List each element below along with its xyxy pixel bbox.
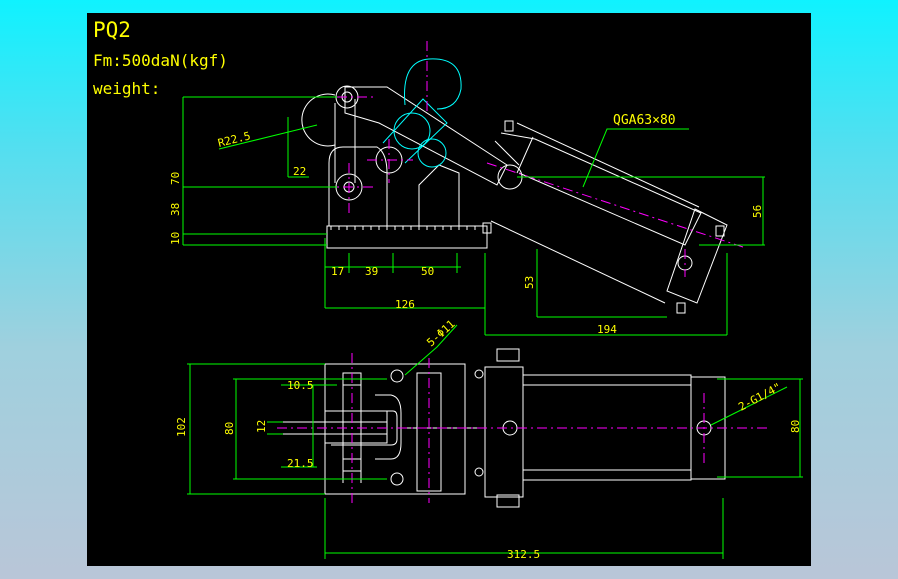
cylinder-label: QGA63×80 (613, 113, 676, 128)
dim-102: 102 (175, 417, 188, 437)
base-plate (326, 225, 488, 249)
dim-21-5: 21.5 (287, 457, 314, 470)
tube-bottom (522, 469, 692, 481)
hole-3 (474, 369, 484, 379)
ports-label: 2-G1/4" (736, 380, 783, 413)
centerlines-side (317, 41, 744, 277)
dim-22: 22 (293, 165, 306, 178)
hole-2 (390, 472, 404, 486)
tube-top (522, 374, 692, 386)
lever (334, 99, 356, 183)
weight-label: weight: (93, 79, 160, 98)
cylinder-side (482, 120, 728, 314)
force-label: Fm:500daN(kgf) (93, 51, 228, 70)
clamp-body (328, 146, 388, 226)
hole-1 (390, 369, 404, 383)
dim-17: 17 (331, 265, 344, 278)
model-title: PQ2 (93, 18, 131, 42)
hole-4 (474, 467, 484, 477)
dim-10-5: 10.5 (287, 379, 314, 392)
centerlines-top (277, 353, 767, 503)
dim-56: 56 (751, 205, 764, 218)
dim-80-left: 80 (223, 422, 236, 435)
dim-80-right: 80 (789, 420, 802, 433)
cad-drawing-canvas: PQ2 Fm:500daN(kgf) weight: (87, 13, 811, 566)
side-view-dim-text: 22 70 38 10 17 39 50 126 194 53 56 R22.5… (169, 113, 764, 336)
dim-10: 10 (169, 232, 182, 245)
dim-126: 126 (395, 298, 415, 311)
radius-arc (301, 93, 336, 147)
bolt-head-bottom (496, 494, 520, 508)
cad-drawing: PQ2 Fm:500daN(kgf) weight: (93, 18, 803, 561)
toggle-arm (344, 86, 508, 186)
open-position-hidden (382, 58, 462, 168)
radius-label: R22.5 (217, 129, 252, 150)
top-view-dim-text: 10.5 12 21.5 102 80 80 312.5 5-Φ11 2-G1/… (175, 317, 802, 561)
dim-70: 70 (169, 172, 182, 185)
dim-50: 50 (421, 265, 434, 278)
clamp-body-right (418, 164, 460, 226)
dim-53: 53 (523, 276, 536, 289)
top-view-dimensions (187, 324, 803, 559)
base-hatch (330, 226, 484, 230)
dim-12: 12 (255, 420, 268, 433)
dim-194: 194 (597, 323, 617, 336)
top-jaw (324, 410, 388, 444)
dim-38: 38 (169, 203, 182, 216)
front-flange (484, 366, 524, 498)
top-base-plate (324, 363, 466, 495)
dim-312-5: 312.5 (507, 548, 540, 561)
holes-label: 5-Φ11 (424, 317, 457, 349)
bolt-head-top (496, 348, 520, 362)
dim-39: 39 (365, 265, 378, 278)
side-view-dimensions (182, 96, 765, 336)
